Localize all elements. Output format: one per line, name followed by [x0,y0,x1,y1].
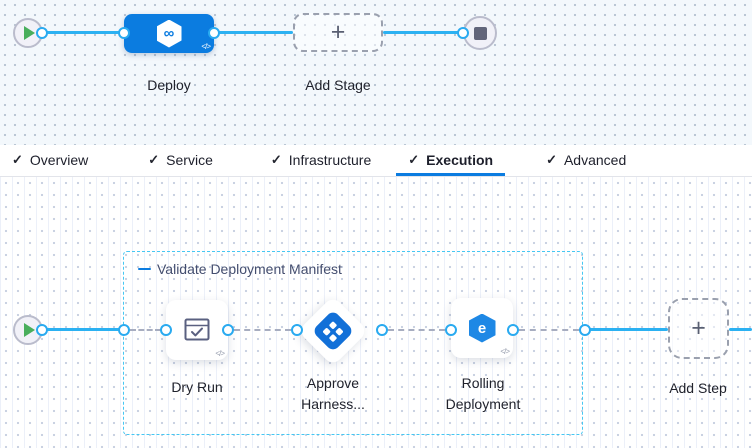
step-caption-dry-run: Dry Run [171,379,223,395]
step-group-box: Validate Deployment Manifest [123,251,583,435]
stage-canvas: ∞ </> + Deploy Add Stage [0,0,752,145]
port-dryrun-in[interactable] [160,324,172,336]
connector-deploy-addstage [214,31,293,34]
check-icon: ✓ [546,152,557,167]
tab-label: Advanced [563,152,627,168]
tab-service[interactable]: ✓ Service [136,145,225,176]
port-exec-start-out[interactable] [36,324,48,336]
connector-addstage-end [383,31,463,34]
stage-config-tabs: ✓ Overview ✓ Service ✓ Infrastructure ✓ … [0,145,752,177]
stage-node-deploy[interactable]: ∞ </> [124,14,214,53]
check-icon: ✓ [408,152,420,167]
tab-label: Infrastructure [288,152,372,168]
check-icon: ✓ [148,152,160,167]
connector-dashed [234,329,291,331]
connector-solid [729,328,752,331]
code-toggle-icon[interactable]: </> [215,349,225,358]
step-node-dry-run[interactable]: </> [166,300,228,360]
tab-label: Overview [29,152,89,168]
stop-icon [473,26,487,40]
check-icon: ✓ [270,152,282,167]
cd-stage-icon: ∞ [156,19,182,48]
execution-canvas: Validate Deployment Manifest </> [0,177,752,448]
step-group-label: Validate Deployment Manifest [157,261,342,277]
infinity-glyph: ∞ [163,25,175,42]
port-deploy-out[interactable] [208,27,220,39]
port-rolling-in[interactable] [445,324,457,336]
tab-infrastructure[interactable]: ✓ Infrastructure [259,145,383,176]
connector-dashed [130,329,161,331]
step-node-rolling-deployment[interactable]: e </> [451,298,513,358]
add-stage-button[interactable]: + [293,13,383,52]
step-caption-rolling: Rolling Deployment [445,375,521,412]
step-group-header[interactable]: Validate Deployment Manifest [138,261,342,277]
code-toggle-icon[interactable]: </> [201,42,211,51]
code-toggle-icon[interactable]: </> [500,347,510,356]
connector-solid [585,328,668,331]
tab-label: Execution [426,152,494,168]
port-approve-out[interactable] [376,324,388,336]
stage-caption-deploy: Deploy [147,77,191,93]
plus-icon: + [330,18,346,46]
plus-icon: + [691,314,706,342]
connector-solid [42,328,124,331]
port-dryrun-out[interactable] [222,324,234,336]
step-caption-approve: Approve Harness... [301,375,365,412]
port-deploy-in[interactable] [118,27,130,39]
port-end-in[interactable] [457,27,469,39]
check-icon: ✓ [12,152,23,167]
tab-execution[interactable]: ✓ Execution [396,145,506,176]
port-group-out[interactable] [579,324,591,336]
port-rolling-out[interactable] [507,324,519,336]
play-icon [24,26,35,40]
tab-advanced[interactable]: ✓ Advanced [534,145,638,176]
port-start-out[interactable] [36,27,48,39]
connector-dashed [388,329,445,331]
rolling-deployment-icon: e [468,313,496,343]
tab-overview[interactable]: ✓ Overview [0,145,100,176]
connector-dashed [519,329,579,331]
add-step-caption: Add Step [669,380,727,396]
add-step-button[interactable]: + [668,298,729,359]
harness-approval-icon [311,309,355,353]
rolling-glyph: e [477,319,487,337]
add-stage-caption: Add Stage [305,77,371,93]
dry-run-icon [184,318,210,341]
port-approve-in[interactable] [291,324,303,336]
play-icon [24,323,35,337]
tab-label: Service [166,152,213,168]
port-group-in[interactable] [118,324,130,336]
connector-start-deploy [42,31,124,34]
collapse-icon[interactable] [138,267,151,271]
